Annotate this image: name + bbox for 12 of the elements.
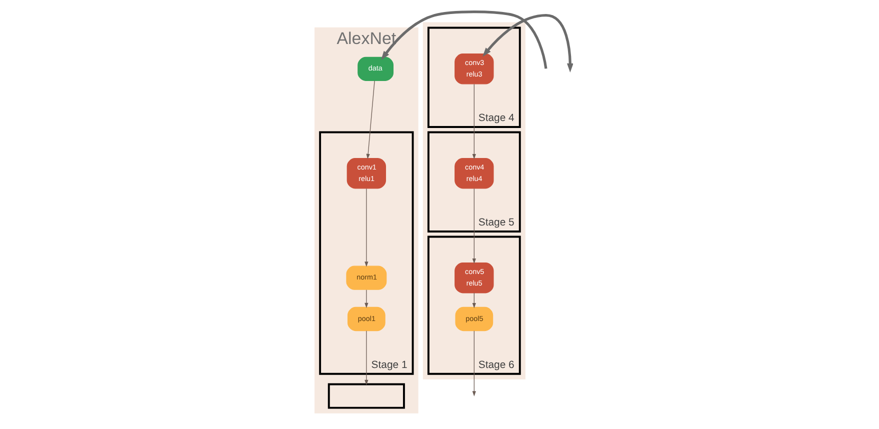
- arrow: [472, 83, 476, 159]
- cluster: [422, 22, 525, 379]
- node-box: [327, 382, 404, 408]
- arrow: [364, 188, 368, 266]
- arrow: [364, 288, 368, 308]
- arrow: [472, 188, 476, 264]
- arrow: [472, 330, 476, 396]
- arrow: [380, 10, 547, 68]
- arrow: [482, 14, 572, 72]
- arrow: [364, 330, 368, 385]
- arrow: [366, 80, 374, 159]
- arrow: [472, 292, 476, 308]
